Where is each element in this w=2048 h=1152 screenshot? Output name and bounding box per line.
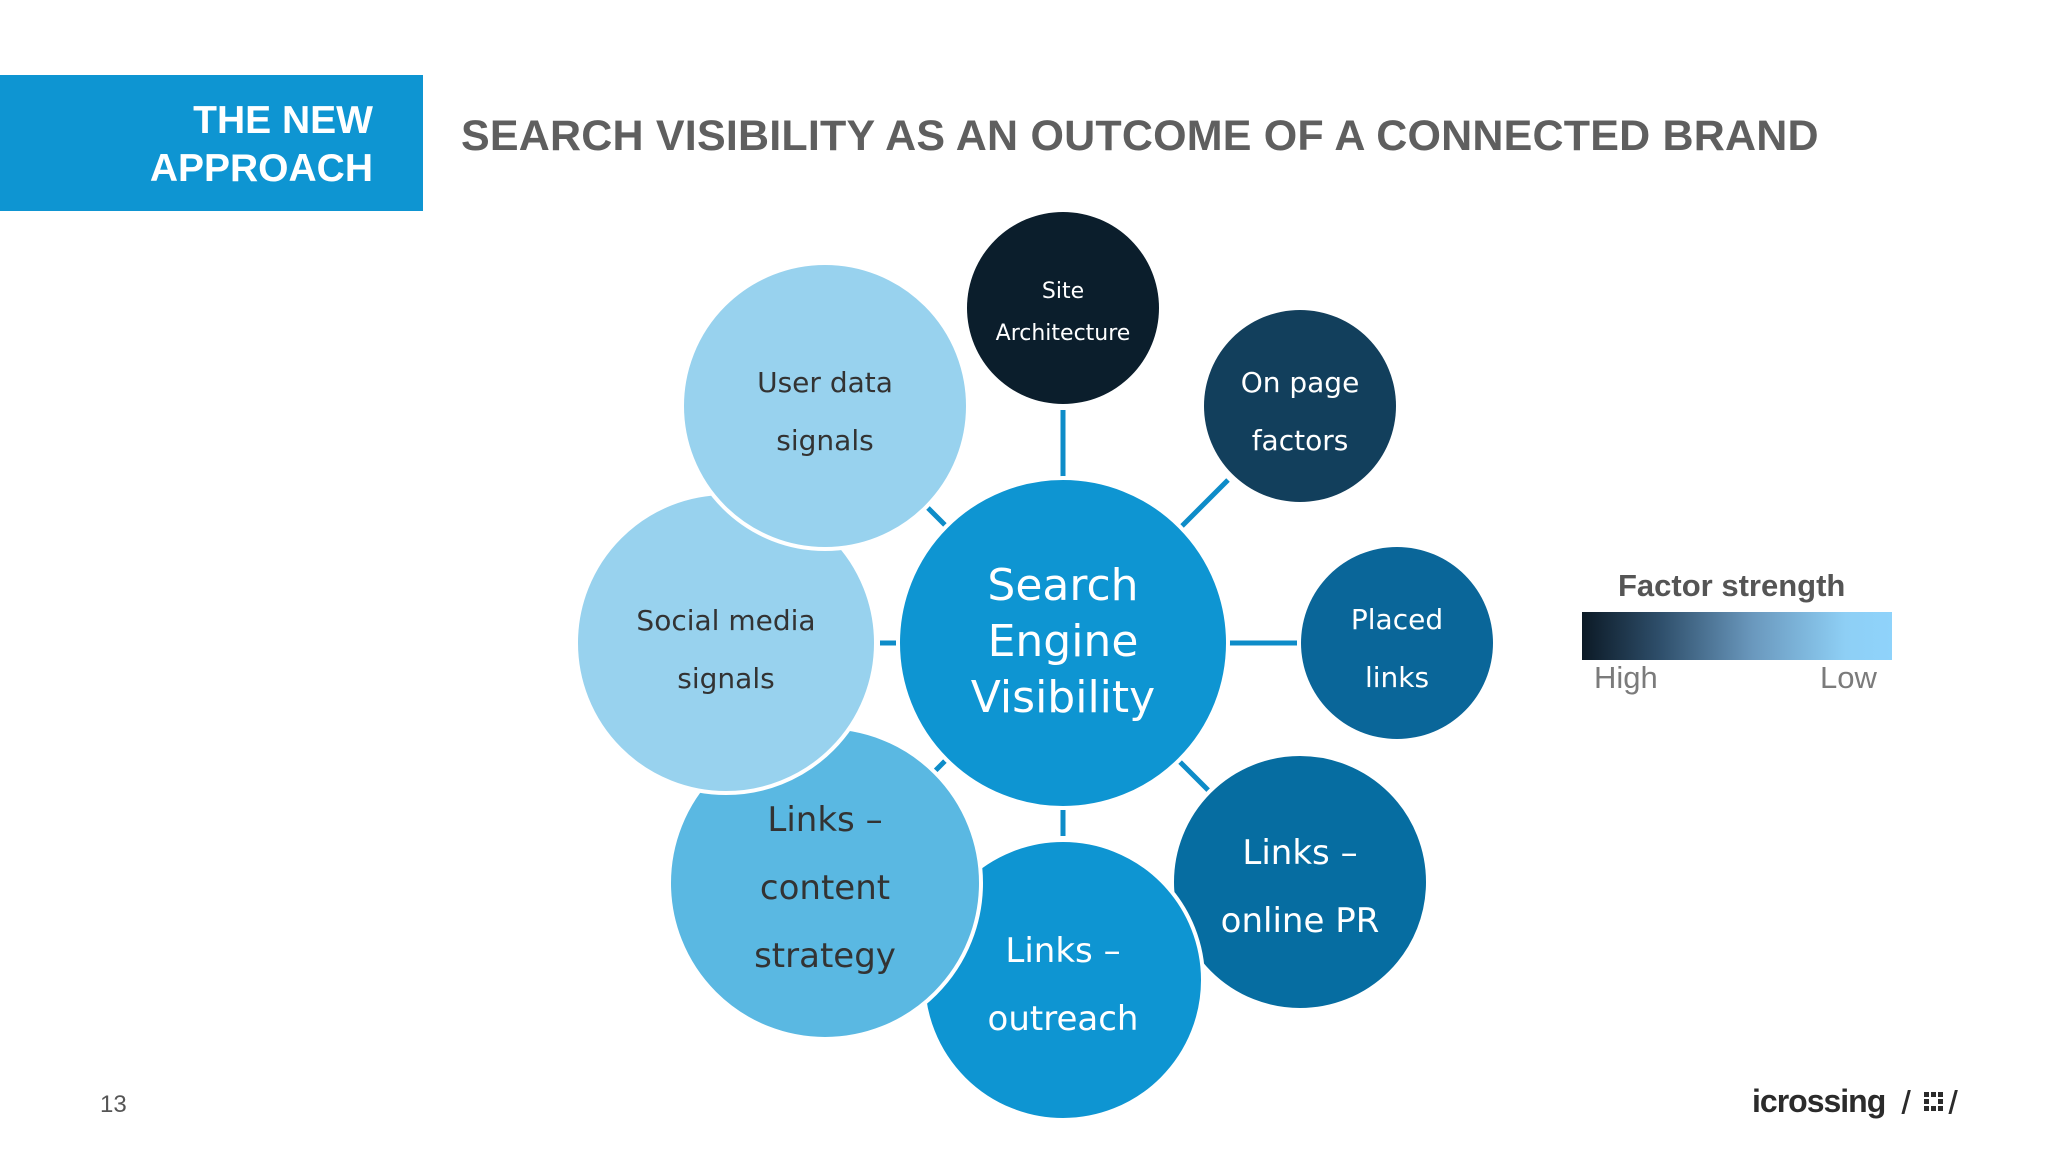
node-user-data-signals-line1: User data bbox=[757, 366, 893, 399]
node-links-outreach-line1: Links – bbox=[1005, 931, 1120, 971]
connector-user-data-signals bbox=[923, 503, 947, 527]
node-placed-links-line2: links bbox=[1365, 661, 1429, 694]
node-social-media-signals-line2: signals bbox=[677, 662, 774, 695]
center-node: Search Engine Visibility bbox=[896, 476, 1230, 810]
node-site-architecture: Site Architecture bbox=[967, 212, 1159, 404]
node-user-data-signals-line2: signals bbox=[776, 424, 873, 457]
node-links-outreach-line2: outreach bbox=[988, 999, 1139, 1039]
center-node-line1: Search bbox=[987, 560, 1138, 611]
connector-on-page-factors bbox=[1178, 478, 1230, 530]
node-links-outreach: Links – outreach bbox=[921, 838, 1205, 1122]
node-links-online-pr-line2: online PR bbox=[1221, 901, 1380, 941]
section-label-line1: THE NEW bbox=[193, 99, 373, 142]
legend-high-label: High bbox=[1594, 660, 1658, 695]
center-node-line3: Visibility bbox=[971, 672, 1155, 723]
connector-links-content-strategy bbox=[933, 759, 947, 773]
node-user-data-signals: User data signals bbox=[680, 261, 970, 551]
node-on-page-factors-line2: factors bbox=[1252, 424, 1349, 457]
legend-title: Factor strength bbox=[1618, 568, 1846, 603]
section-label-line2: APPROACH bbox=[149, 147, 373, 190]
node-links-content-strategy-line2: content bbox=[760, 868, 890, 908]
node-on-page-factors: On page factors bbox=[1204, 310, 1396, 502]
legend-gradient-bar bbox=[1582, 612, 1892, 660]
node-placed-links: Placed links bbox=[1301, 547, 1493, 739]
logo-mark bbox=[1901, 1090, 1958, 1114]
legend-low-label: Low bbox=[1820, 660, 1877, 695]
node-on-page-factors-line1: On page bbox=[1241, 366, 1360, 399]
section-label: THE NEW APPROACH bbox=[0, 75, 423, 211]
node-links-content-strategy-line1: Links – bbox=[767, 800, 882, 840]
node-links-online-pr: Links – online PR bbox=[1170, 752, 1430, 1012]
connector-links-online-pr bbox=[1178, 760, 1212, 794]
logo-text: icrossing bbox=[1752, 1083, 1885, 1119]
icrossing-logo: icrossing bbox=[1752, 1083, 1958, 1119]
node-links-online-pr-line1: Links – bbox=[1242, 833, 1357, 873]
node-placed-links-line1: Placed bbox=[1351, 603, 1443, 636]
node-social-media-signals: Social media signals bbox=[574, 491, 878, 795]
node-site-architecture-line2: Architecture bbox=[996, 321, 1131, 346]
connectors bbox=[880, 410, 1297, 836]
center-node-line2: Engine bbox=[988, 616, 1139, 667]
page-number: 13 bbox=[100, 1091, 127, 1118]
node-social-media-signals-line1: Social media bbox=[636, 604, 815, 637]
node-links-content-strategy-line3: strategy bbox=[754, 936, 896, 976]
node-site-architecture-line1: Site bbox=[1042, 279, 1084, 304]
node-links-content-strategy: Links – content strategy bbox=[667, 725, 983, 1041]
page-title: SEARCH VISIBILITY AS AN OUTCOME OF A CON… bbox=[461, 112, 1819, 160]
